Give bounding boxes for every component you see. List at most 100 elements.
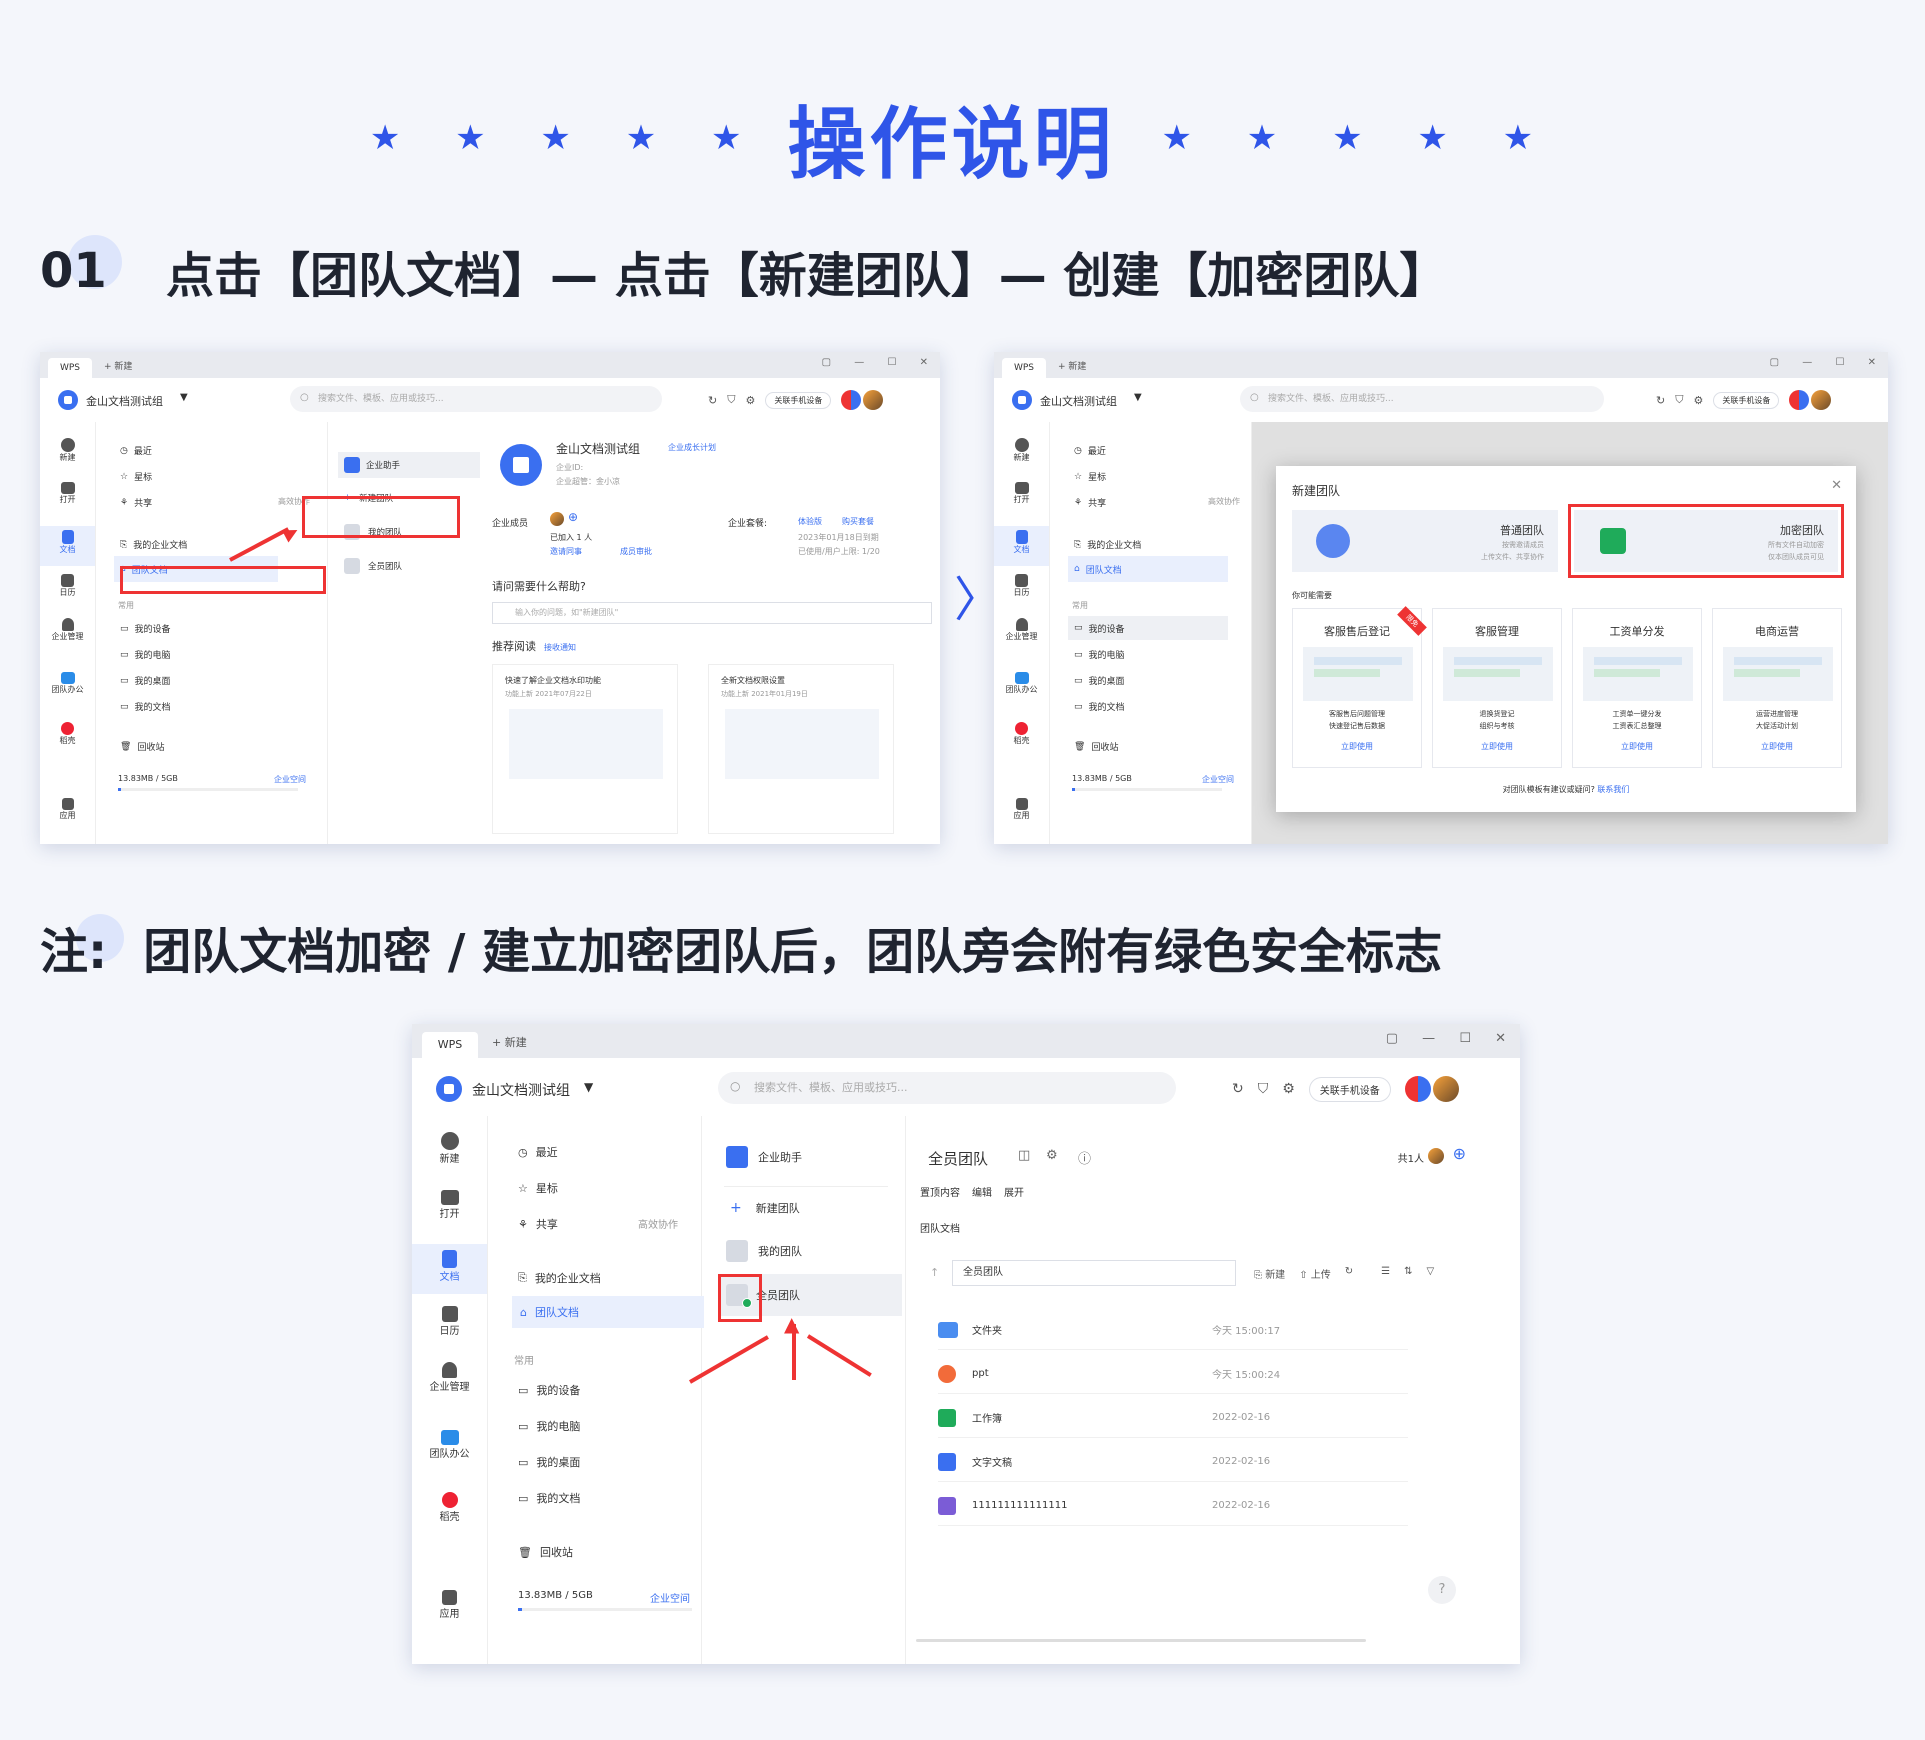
nav-my-enterprise-docs[interactable]: ⎘我的企业文档	[120, 539, 188, 552]
pinned-expand[interactable]: 展开	[1004, 1188, 1024, 1199]
rail-calendar[interactable]: 日历	[412, 1306, 487, 1354]
rail-apps[interactable]: 应用	[412, 1590, 487, 1638]
storage-link[interactable]: 企业空间	[650, 1594, 690, 1605]
rail-team-office[interactable]: 团队办公	[412, 1430, 487, 1478]
pinned-edit[interactable]: 编辑	[972, 1188, 992, 1199]
rail-apps[interactable]: 应用	[994, 798, 1049, 834]
nav-shared[interactable]: ⚘共享	[120, 497, 153, 510]
rail-docer[interactable]: 稻壳	[40, 722, 95, 758]
template-card[interactable]: 客服售后登记 限免 客服售后问题管理 快速登记售后数据 立即使用	[1292, 606, 1427, 768]
window-controls[interactable]: ▢ — ☐ ✕	[1385, 1031, 1516, 1046]
rail-apps[interactable]: 应用	[40, 798, 95, 834]
rail-enterprise[interactable]: 企业管理	[40, 618, 95, 654]
path-input[interactable]: 全员团队	[952, 1260, 1236, 1286]
template-card[interactable]: 客服管理 退换货登记 组织与考核 立即使用	[1432, 608, 1562, 768]
collab-link[interactable]: 高效协作	[278, 497, 310, 506]
avatar[interactable]	[863, 390, 884, 410]
nav-star[interactable]: ☆星标	[1074, 471, 1107, 484]
chevron-down-icon[interactable]: ▼	[1134, 392, 1142, 403]
chevron-down-icon[interactable]: ▼	[584, 1080, 594, 1094]
help-input[interactable]: 输入你的问题，如"新建团队"	[492, 602, 932, 624]
team-item-assistant[interactable]: 企业助手	[338, 452, 480, 478]
rail-docer[interactable]: 稻壳	[994, 722, 1049, 758]
recommend-link[interactable]: 接收通知	[544, 643, 576, 652]
new-tab-button[interactable]: + 新建	[1058, 362, 1087, 372]
filter-icon[interactable]: ▽	[1426, 1266, 1435, 1277]
rail-open[interactable]: 打开	[412, 1190, 487, 1238]
nav-my-desktop[interactable]: ▭我的桌面	[120, 675, 171, 688]
secure-team-option[interactable]: 加密团队 所有文件自动加密 仅本团队成员可见	[1574, 510, 1838, 572]
workspace-name[interactable]: 金山文档测试组	[472, 1083, 570, 1099]
layout-icon[interactable]: ◫	[1018, 1148, 1031, 1163]
nav-my-device[interactable]: ▭我的设备	[518, 1383, 581, 1398]
sync-icon[interactable]: ↻	[1656, 393, 1666, 407]
recommend-card-1[interactable]: 快速了解企业文档水印功能 功能上新 2021年07月22日	[492, 664, 678, 834]
enterprise-plan-link[interactable]: 企业成长计划	[668, 443, 716, 452]
link-device-button[interactable]: 关联手机设备	[1713, 391, 1780, 409]
help-circle-icon[interactable]: ⓘ	[1078, 1152, 1092, 1167]
member-badge-icon[interactable]	[1789, 390, 1810, 410]
team-item-all[interactable]: 全员团队	[718, 1274, 902, 1316]
collab-link[interactable]: 高效协作	[1208, 497, 1240, 506]
tab-wps[interactable]: WPS	[422, 1032, 478, 1058]
shirt-icon[interactable]: ⛉	[727, 393, 736, 406]
nav-team-docs[interactable]: ⌂团队文档	[512, 1296, 710, 1328]
rail-docs[interactable]: 文档	[412, 1244, 487, 1294]
rail-enterprise[interactable]: 企业管理	[994, 618, 1049, 654]
workspace-name[interactable]: 金山文档测试组	[1040, 395, 1117, 408]
search-input[interactable]: 搜索文件、模板、应用或技巧...	[290, 386, 662, 412]
file-row[interactable]: 工作簿 2022-02-16	[938, 1398, 1408, 1438]
sort-icon[interactable]: ⇅	[1404, 1266, 1413, 1277]
up-arrow-icon[interactable]: ↑	[930, 1266, 940, 1279]
shirt-icon[interactable]: ⛉	[1257, 1081, 1269, 1097]
rail-open[interactable]: 打开	[994, 482, 1049, 518]
nav-recycle[interactable]: 🗑回收站	[518, 1545, 573, 1560]
rail-docs[interactable]: 文档	[40, 526, 95, 566]
window-controls[interactable]: ▢ — ☐ ✕	[821, 357, 938, 368]
list-view-icon[interactable]: ☰	[1381, 1266, 1391, 1277]
nav-my-docs[interactable]: ▭我的文档	[518, 1491, 581, 1506]
nav-recycle[interactable]: 🗑回收站	[1074, 741, 1119, 754]
nav-team-docs[interactable]: ⌂团队文档	[114, 556, 278, 582]
team-item-assistant[interactable]: 企业助手	[726, 1146, 802, 1168]
nav-star[interactable]: ☆星标	[120, 471, 153, 484]
shirt-icon[interactable]: ⛉	[1675, 393, 1684, 406]
link-device-button[interactable]: 关联手机设备	[765, 391, 832, 409]
new-tab-button[interactable]: + 新建	[492, 1036, 527, 1049]
team-item-mine[interactable]: 我的团队	[726, 1240, 802, 1262]
rail-calendar[interactable]: 日历	[994, 574, 1049, 610]
normal-team-option[interactable]: 普通团队 按需邀请成员 上传文件、共享协作	[1292, 510, 1558, 572]
nav-my-docs[interactable]: ▭我的文档	[120, 701, 171, 714]
help-button-icon[interactable]: ?	[1428, 1576, 1456, 1604]
rail-open[interactable]: 打开	[40, 482, 95, 518]
template-use-link[interactable]: 立即使用	[1341, 742, 1373, 751]
search-input[interactable]: 搜索文件、模板、应用或技巧...	[1240, 386, 1604, 412]
new-file-button[interactable]: ⎘ 新建	[1254, 1270, 1286, 1281]
collab-link[interactable]: 高效协作	[638, 1220, 678, 1231]
add-member-icon[interactable]: ⊕	[568, 510, 579, 524]
nav-star[interactable]: ☆星标	[518, 1181, 558, 1196]
nav-my-desktop[interactable]: ▭我的桌面	[1074, 675, 1125, 688]
gear-icon[interactable]: ⚙	[745, 393, 756, 407]
file-row[interactable]: ppt 今天 15:00:24	[938, 1354, 1408, 1394]
file-row[interactable]: 文件夹 今天 15:00:17	[938, 1310, 1408, 1350]
link-device-button[interactable]: 关联手机设备	[1308, 1076, 1391, 1102]
file-row[interactable]: 文字文稿 2022-02-16	[938, 1442, 1408, 1482]
rail-team-office[interactable]: 团队办公	[40, 672, 95, 708]
template-use-link[interactable]: 立即使用	[1761, 742, 1793, 751]
nav-my-enterprise-docs[interactable]: ⎘我的企业文档	[518, 1271, 601, 1285]
template-use-link[interactable]: 立即使用	[1621, 742, 1653, 751]
nav-recent[interactable]: ◷最近	[518, 1145, 558, 1160]
rail-calendar[interactable]: 日历	[40, 574, 95, 610]
nav-my-device[interactable]: ▭我的设备	[1068, 616, 1228, 640]
team-item-all[interactable]: 全员团队	[344, 558, 402, 574]
storage-link[interactable]: 企业空间	[1202, 775, 1234, 784]
avatar[interactable]	[1811, 390, 1832, 410]
tab-wps[interactable]: WPS	[1002, 358, 1046, 378]
template-use-link[interactable]: 立即使用	[1481, 742, 1513, 751]
refresh-icon[interactable]: ↻	[1344, 1266, 1354, 1277]
nav-my-device[interactable]: ▭我的设备	[120, 623, 171, 636]
nav-recycle[interactable]: 🗑回收站	[120, 741, 165, 754]
nav-my-computer[interactable]: ▭我的电脑	[1074, 649, 1125, 662]
nav-recent[interactable]: ◷最近	[120, 445, 152, 458]
